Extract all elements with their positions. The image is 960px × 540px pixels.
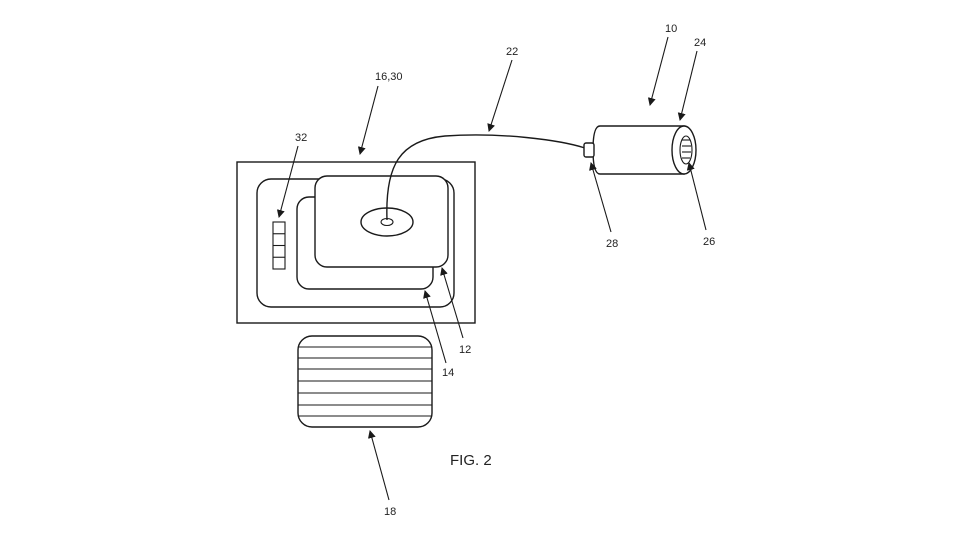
leader-16-30	[357, 85, 379, 155]
label-24: 24	[694, 37, 706, 49]
leader-32	[276, 145, 299, 218]
label-22: 22	[506, 46, 518, 58]
leader-24	[677, 50, 698, 121]
leader-14	[423, 290, 447, 364]
leader-18	[368, 430, 390, 501]
label-16-30: 16,30	[375, 71, 403, 83]
connector-plug	[583, 142, 595, 158]
leader-12	[440, 267, 464, 339]
cable	[386, 134, 586, 221]
label-14: 14	[442, 367, 454, 379]
keyboard	[297, 335, 433, 428]
device-cylinder	[592, 125, 697, 175]
label-28: 28	[606, 238, 618, 250]
label-32: 32	[295, 132, 307, 144]
label-18: 18	[384, 506, 396, 518]
indicator-lights	[272, 221, 286, 270]
leader-10	[647, 36, 669, 106]
label-10: 10	[665, 23, 677, 35]
label-12: 12	[459, 344, 471, 356]
base-station-frame	[236, 161, 476, 324]
leader-28	[589, 162, 612, 233]
figure-caption: FIG. 2	[450, 452, 492, 469]
leader-26	[686, 162, 707, 231]
leader-22	[487, 59, 513, 132]
label-26: 26	[703, 236, 715, 248]
